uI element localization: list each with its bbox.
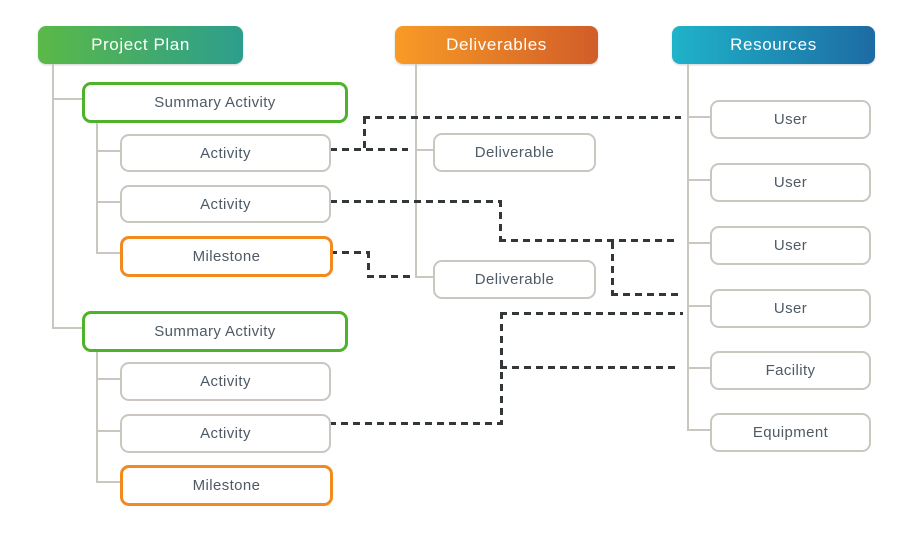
tree-line-deliverables-trunk — [415, 64, 417, 278]
node-summary-activity-2-label: Summary Activity — [154, 323, 276, 340]
node-user-2: User — [710, 163, 871, 202]
tree-line-branch-activity3 — [96, 378, 120, 380]
link-activity2-user3-seg2 — [499, 200, 502, 242]
node-user-4: User — [710, 289, 871, 328]
header-project-plan: Project Plan — [38, 26, 243, 64]
link-activity4-facility — [500, 366, 676, 369]
tree-line-summary2-trunk — [96, 346, 98, 483]
node-deliverable-2: Deliverable — [433, 260, 596, 299]
link-activity1-user1-horizontal — [363, 116, 681, 119]
link-milestone1-deliverable2-seg3 — [367, 275, 411, 278]
node-activity-3-label: Activity — [200, 373, 251, 390]
node-summary-activity-1-label: Summary Activity — [154, 94, 276, 111]
tree-line-resources-trunk — [687, 64, 689, 431]
tree-line-branch-user4 — [687, 305, 710, 307]
tree-line-branch-summary2 — [52, 327, 82, 329]
tree-line-branch-summary1 — [52, 98, 82, 100]
node-activity-4-label: Activity — [200, 425, 251, 442]
node-summary-activity-1: Summary Activity — [82, 82, 348, 123]
node-milestone-2: Milestone — [120, 465, 333, 506]
link-activity1-deliverable1 — [330, 148, 408, 151]
tree-line-branch-activity2 — [96, 201, 120, 203]
node-facility-label: Facility — [765, 362, 816, 379]
node-activity-2-label: Activity — [200, 195, 251, 213]
tree-line-branch-milestone2 — [96, 481, 120, 483]
node-deliverable-1: Deliverable — [433, 133, 596, 172]
node-facility: Facility — [710, 351, 871, 390]
tree-line-branch-activity4 — [96, 430, 120, 432]
node-user-1-label: User — [773, 111, 808, 128]
node-milestone-2-label: Milestone — [192, 477, 261, 494]
node-milestone-1-label: Milestone — [192, 248, 261, 265]
link-activity4-user4-seg1 — [329, 422, 503, 425]
header-deliverables-label: Deliverables — [446, 35, 547, 54]
tree-line-summary1-trunk — [96, 117, 98, 254]
node-equipment: Equipment — [710, 413, 871, 452]
tree-line-branch-user1 — [687, 116, 710, 118]
link-activity2-user3-seg1 — [330, 200, 502, 203]
tree-line-branch-equipment — [687, 429, 710, 431]
node-deliverable-1-label: Deliverable — [474, 144, 555, 161]
header-project-plan-label: Project Plan — [91, 35, 190, 54]
header-resources-label: Resources — [730, 35, 817, 54]
node-activity-1: Activity — [120, 134, 331, 172]
link-milestone1-deliverable2-seg1 — [330, 251, 370, 254]
node-user-3: User — [710, 226, 871, 265]
tree-line-branch-deliverable1 — [415, 149, 433, 151]
link-activity4-user4-seg3 — [500, 312, 683, 315]
node-equipment-label: Equipment — [752, 424, 829, 441]
link-milestone1-deliverable2-seg2 — [367, 251, 370, 277]
tree-line-branch-user3 — [687, 242, 710, 244]
tree-line-branch-facility — [687, 367, 710, 369]
link-activity2-user4-vertical — [611, 242, 614, 295]
link-activity2-user4-horizontal — [611, 293, 683, 296]
node-milestone-1: Milestone — [120, 236, 333, 277]
node-summary-activity-2: Summary Activity — [82, 311, 348, 352]
header-resources: Resources — [672, 26, 875, 64]
node-activity-4: Activity — [120, 414, 331, 453]
header-deliverables: Deliverables — [395, 26, 598, 64]
node-user-1: User — [710, 100, 871, 139]
node-user-3-label: User — [773, 237, 808, 254]
link-activity2-user3-seg3 — [499, 239, 679, 242]
node-activity-2: Activity — [120, 185, 331, 223]
node-user-2-label: User — [773, 174, 808, 191]
tree-line-projectplan-trunk — [52, 64, 54, 329]
node-activity-3: Activity — [120, 362, 331, 401]
link-activity1-user1-vertical — [363, 117, 366, 150]
node-activity-1-label: Activity — [200, 144, 251, 162]
node-deliverable-2-label: Deliverable — [474, 271, 555, 288]
tree-line-branch-milestone1 — [96, 252, 120, 254]
tree-line-branch-activity1 — [96, 150, 120, 152]
tree-line-branch-deliverable2 — [415, 276, 433, 278]
tree-line-branch-user2 — [687, 179, 710, 181]
node-user-4-label: User — [773, 300, 808, 317]
